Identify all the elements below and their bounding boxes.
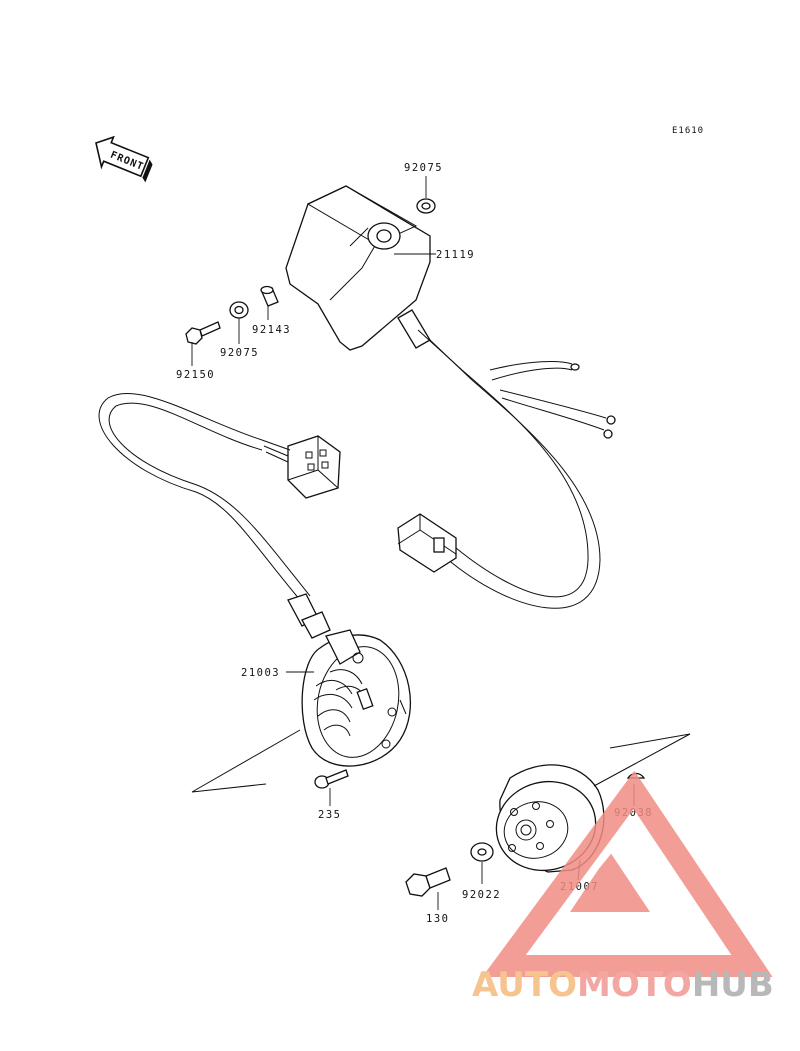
- connector-right: [397, 513, 457, 573]
- grommet-92075-left: [229, 301, 249, 319]
- front-arrow-icon: FRONT: [95, 135, 153, 183]
- label-92075-top: 92075: [404, 162, 443, 174]
- flywheel-21007: [495, 764, 605, 873]
- bolt-92150: [185, 321, 221, 345]
- svg-text:AUTOMOTOHUB: AUTOMOTOHUB: [472, 965, 774, 1005]
- stator-21003: [301, 629, 412, 767]
- label-92075-left: 92075: [220, 347, 259, 359]
- watermark-hub: HUB: [692, 965, 774, 1005]
- label-21119: 21119: [436, 249, 475, 261]
- label-92022: 92022: [462, 889, 501, 901]
- label-92150: 92150: [176, 369, 215, 381]
- label-235: 235: [318, 809, 341, 821]
- watermark-logo: [482, 770, 773, 977]
- bolt-130: [405, 867, 451, 897]
- connector-left: [261, 435, 341, 499]
- screw-235: [314, 769, 349, 789]
- label-21003: 21003: [241, 667, 280, 679]
- diagram-code: E1610: [672, 126, 704, 136]
- label-92143: 92143: [252, 324, 291, 336]
- label-130: 130: [426, 913, 449, 925]
- wire-grommet: [287, 593, 331, 639]
- collar-92143: [260, 285, 279, 307]
- washer-92022: [470, 842, 494, 862]
- watermark-text: AUTOMOTOHUB: [472, 965, 774, 1005]
- grommet-92075-top: [416, 198, 436, 214]
- watermark-auto: AUTO: [472, 965, 577, 1005]
- watermark-moto: MOTO: [577, 965, 692, 1005]
- cdi-unit: [285, 185, 473, 381]
